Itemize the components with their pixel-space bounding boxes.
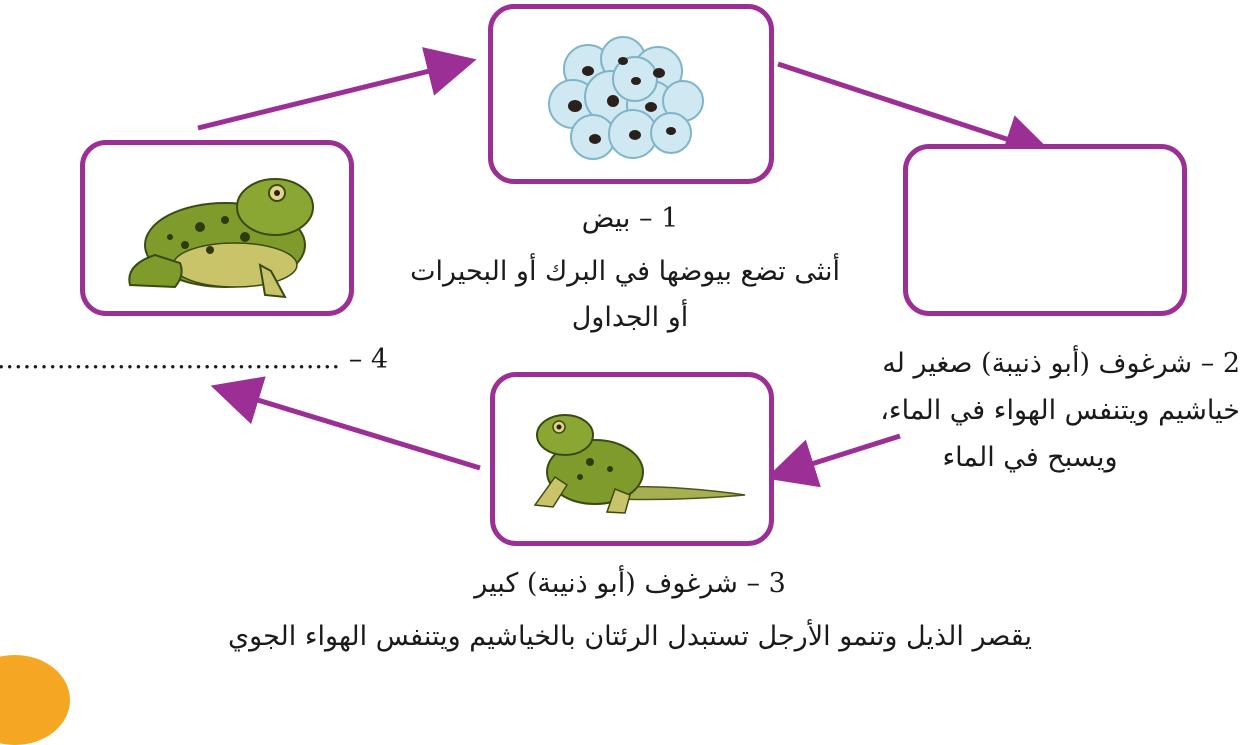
arrow-big-tadpole-to-frog bbox=[225, 390, 480, 468]
stage3-desc: يقصر الذيل وتنمو الأرجل تستبدل الرئتان ب… bbox=[60, 615, 1200, 659]
stage1-desc-line1: أنثى تضع بيوضها في البرك أو البحيرات bbox=[420, 250, 840, 294]
stage1-title: 1 – بيض bbox=[470, 197, 790, 241]
stage2-line2: خياشيم ويتنفس الهواء في الماء، bbox=[820, 389, 1240, 433]
frog-eggs-icon bbox=[493, 9, 769, 179]
stage2-line3: ويسبح في الماء bbox=[880, 436, 1180, 480]
arrow-eggs-to-tadpole bbox=[778, 64, 1040, 150]
adult-frog-frame bbox=[80, 140, 354, 316]
tadpole-with-legs-frame bbox=[490, 372, 774, 546]
stage1-desc-line2: أو الجداول bbox=[470, 296, 790, 340]
eggs-frame bbox=[488, 4, 774, 184]
arrow-frog-to-eggs bbox=[198, 63, 462, 128]
tadpole-stage-empty-frame bbox=[903, 144, 1187, 316]
tadpole-with-legs-icon bbox=[495, 377, 769, 541]
stage3-title: 3 – شرغوف (أبو ذنيبة) كبير bbox=[440, 562, 820, 606]
adult-frog-icon bbox=[85, 145, 349, 311]
stage2-line1: 2 – شرغوف (أبو ذنيبة) صغير له bbox=[820, 342, 1240, 386]
stage4-answer-blank[interactable]: 4 – ....................................… bbox=[8, 338, 388, 382]
